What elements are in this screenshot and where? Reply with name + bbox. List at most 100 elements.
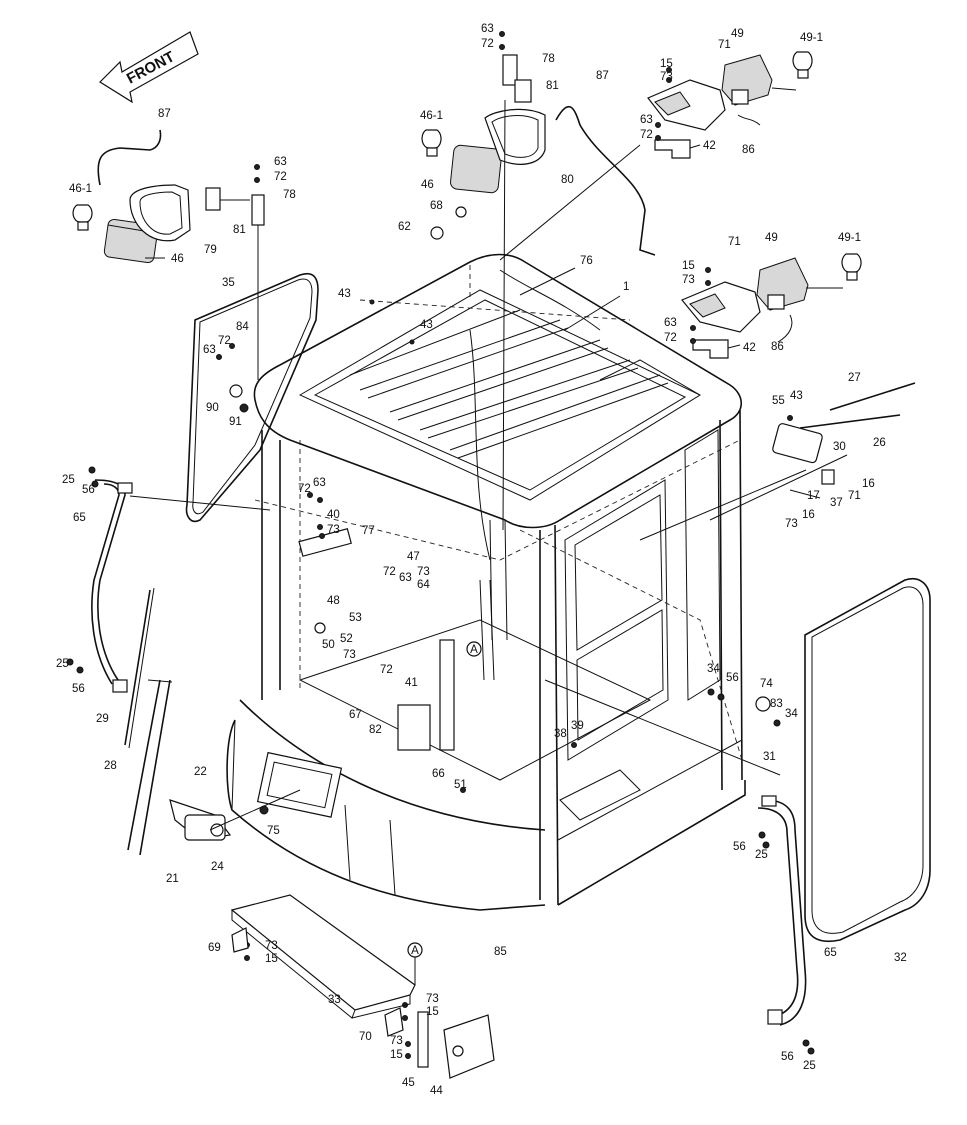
part-callout: 71: [718, 39, 731, 51]
part-callout: 56: [82, 484, 95, 496]
part-callout: 63: [664, 317, 677, 329]
part-callout: 79: [204, 244, 217, 256]
mirror-44: [443, 1014, 495, 1079]
part-callout: 86: [742, 144, 755, 156]
part-callout: 44: [430, 1085, 443, 1097]
part-callout: 73: [785, 518, 798, 530]
part-callout: 32: [894, 952, 907, 964]
part-callout: 48: [327, 595, 340, 607]
part-callout: 72: [218, 335, 231, 347]
part-callout: 72: [664, 332, 677, 344]
bracket-45: [417, 1011, 429, 1068]
part-callout: 72: [481, 38, 494, 50]
part-callout: 82: [369, 724, 382, 736]
part-callout: 1: [623, 281, 629, 293]
bracket-78-81-left: [205, 187, 265, 380]
part-callout: 28: [104, 760, 117, 772]
bracket-42-lower: [692, 339, 729, 359]
part-callout: 15: [426, 1006, 439, 1018]
left-door-seal-35: [185, 272, 319, 523]
part-callout: 21: [166, 873, 179, 885]
part-callout: 64: [417, 579, 430, 591]
part-callout: 43: [420, 319, 433, 331]
part-callout: 73: [417, 566, 430, 578]
part-callout: 73: [327, 524, 340, 536]
leader-lines: [129, 87, 848, 831]
part-callout: 15: [265, 953, 278, 965]
part-callout: 15: [660, 58, 673, 70]
part-callout: 43: [790, 390, 803, 402]
part-callout: 49-1: [838, 232, 861, 244]
part-callout: 17: [807, 490, 820, 502]
part-callout: 68: [430, 200, 443, 212]
part-callout: 53: [349, 612, 362, 624]
part-callout: 49: [765, 232, 778, 244]
front-wiper-assembly: [124, 587, 232, 856]
part-callout: 29: [96, 713, 109, 725]
part-callout: 43: [338, 288, 351, 300]
part-callout: 78: [542, 53, 555, 65]
part-callout: 15: [682, 260, 695, 272]
lamp-49-upper: [721, 54, 773, 106]
handrail-left-65: [91, 479, 133, 693]
part-callout: 16: [802, 509, 815, 521]
part-callout: 40: [327, 509, 340, 521]
bulb-46-1-left: [72, 204, 93, 231]
part-callout: 31: [763, 751, 776, 763]
part-callout: 71: [728, 236, 741, 248]
cab-frame: [226, 253, 746, 911]
part-callout: 38: [554, 728, 567, 740]
part-callout: 25: [62, 474, 75, 486]
part-callout: 52: [340, 633, 353, 645]
part-callout: 49: [731, 28, 744, 40]
lamp-housing-80: [484, 108, 546, 165]
step-plate-33: [230, 894, 416, 1019]
svg-text:A: A: [411, 945, 419, 957]
part-callout: 81: [546, 80, 559, 92]
part-callout: 25: [755, 849, 768, 861]
part-callout: 49-1: [800, 32, 823, 44]
part-callout: 85: [494, 946, 507, 958]
part-callout: 56: [781, 1051, 794, 1063]
part-callout: 46-1: [69, 183, 92, 195]
part-callout: 26: [873, 437, 886, 449]
part-callout: 46-1: [420, 110, 443, 122]
part-callout: 35: [222, 277, 235, 289]
bracket-69: [231, 927, 249, 953]
part-callout: 72: [274, 171, 287, 183]
part-callout: 73: [343, 649, 356, 661]
part-callout: 56: [726, 672, 739, 684]
part-callout: 65: [73, 512, 86, 524]
part-callout: 87: [158, 108, 171, 120]
part-callout: 45: [402, 1077, 415, 1089]
detail-marker-a-lower: A: [407, 942, 423, 985]
bulb-46-1-upper: [421, 129, 442, 157]
right-door-seal-32: [804, 578, 931, 942]
lamp-cover-71-upper: [647, 79, 726, 131]
part-callout: 91: [229, 416, 242, 428]
part-callout: 67: [349, 709, 362, 721]
part-callout: 37: [830, 497, 843, 509]
part-callout: 16: [862, 478, 875, 490]
bulb-49-1-upper: [792, 51, 813, 79]
part-callout: 73: [660, 71, 673, 83]
part-callout: 34: [707, 663, 720, 675]
part-callout: 86: [771, 341, 784, 353]
part-callout: 50: [322, 639, 335, 651]
part-callout: 83: [770, 698, 783, 710]
part-callout: 87: [596, 70, 609, 82]
part-callout: 47: [407, 551, 420, 563]
part-callout: 62: [398, 221, 411, 233]
part-callout: 24: [211, 861, 224, 873]
part-callout: 46: [171, 253, 184, 265]
bracket-78-81-upper: [502, 54, 532, 531]
part-callout: 69: [208, 942, 221, 954]
part-callout: 76: [580, 255, 593, 267]
lamp-46-upper: [450, 144, 502, 194]
part-callout: 80: [561, 174, 574, 186]
part-callout: 25: [56, 658, 69, 670]
part-callout: 27: [848, 372, 861, 384]
part-callout: 39: [571, 720, 584, 732]
part-callout: 63: [481, 23, 494, 35]
